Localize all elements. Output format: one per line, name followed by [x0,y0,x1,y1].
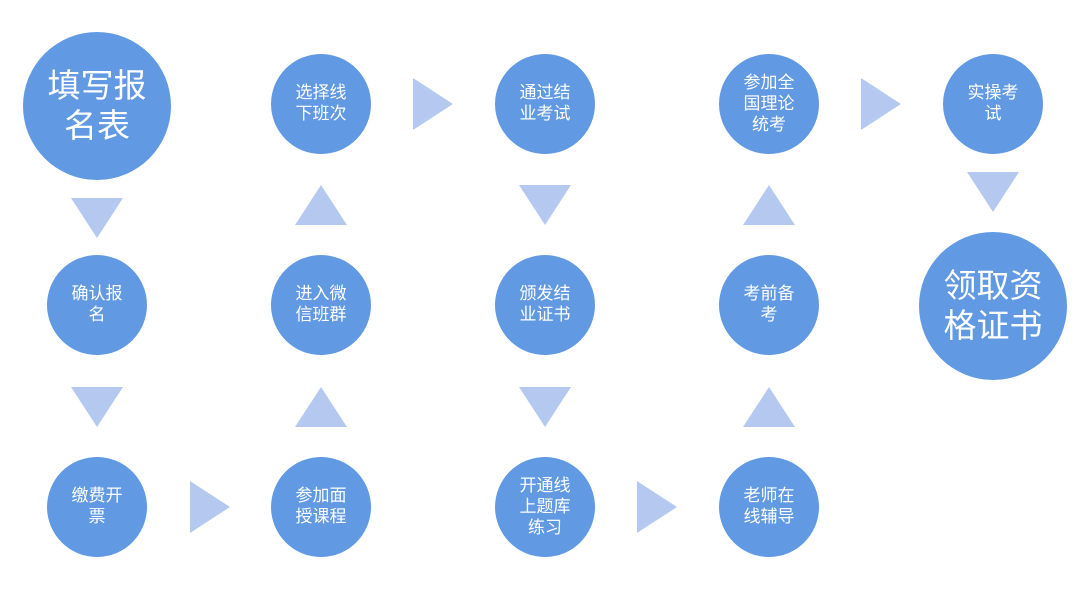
step-pass-exam: 通过结 业考试 [495,54,595,154]
arrow-right-icon [190,481,230,533]
arrow-right-icon [413,78,453,130]
step-fill-application: 填写报 名表 [23,32,171,180]
arrow-down-icon [71,198,123,238]
step-exam-prep: 考前备 考 [719,255,819,355]
arrow-up-icon [295,185,347,225]
arrow-down-icon [967,172,1019,212]
arrow-down-icon [519,185,571,225]
step-national-theory-exam: 参加全 国理论 统考 [719,54,819,154]
arrow-right-icon [637,481,677,533]
arrow-down-icon [519,387,571,427]
arrow-up-icon [295,387,347,427]
step-online-tutoring: 老师在 线辅导 [719,457,819,557]
arrow-right-icon [861,78,901,130]
step-pay-invoice: 缴费开 票 [47,457,147,557]
step-receive-certificate: 领取资 格证书 [919,232,1067,380]
arrow-up-icon [743,185,795,225]
step-confirm-registration: 确认报 名 [47,255,147,355]
step-select-class: 选择线 下班次 [271,54,371,154]
step-issue-certificate: 颁发结 业证书 [495,255,595,355]
arrow-down-icon [71,387,123,427]
step-practical-exam: 实操考 试 [943,54,1043,154]
arrow-up-icon [743,387,795,427]
step-online-question-bank: 开通线 上题库 练习 [495,457,595,557]
step-join-wechat-group: 进入微 信班群 [271,255,371,355]
step-attend-course: 参加面 授课程 [271,457,371,557]
